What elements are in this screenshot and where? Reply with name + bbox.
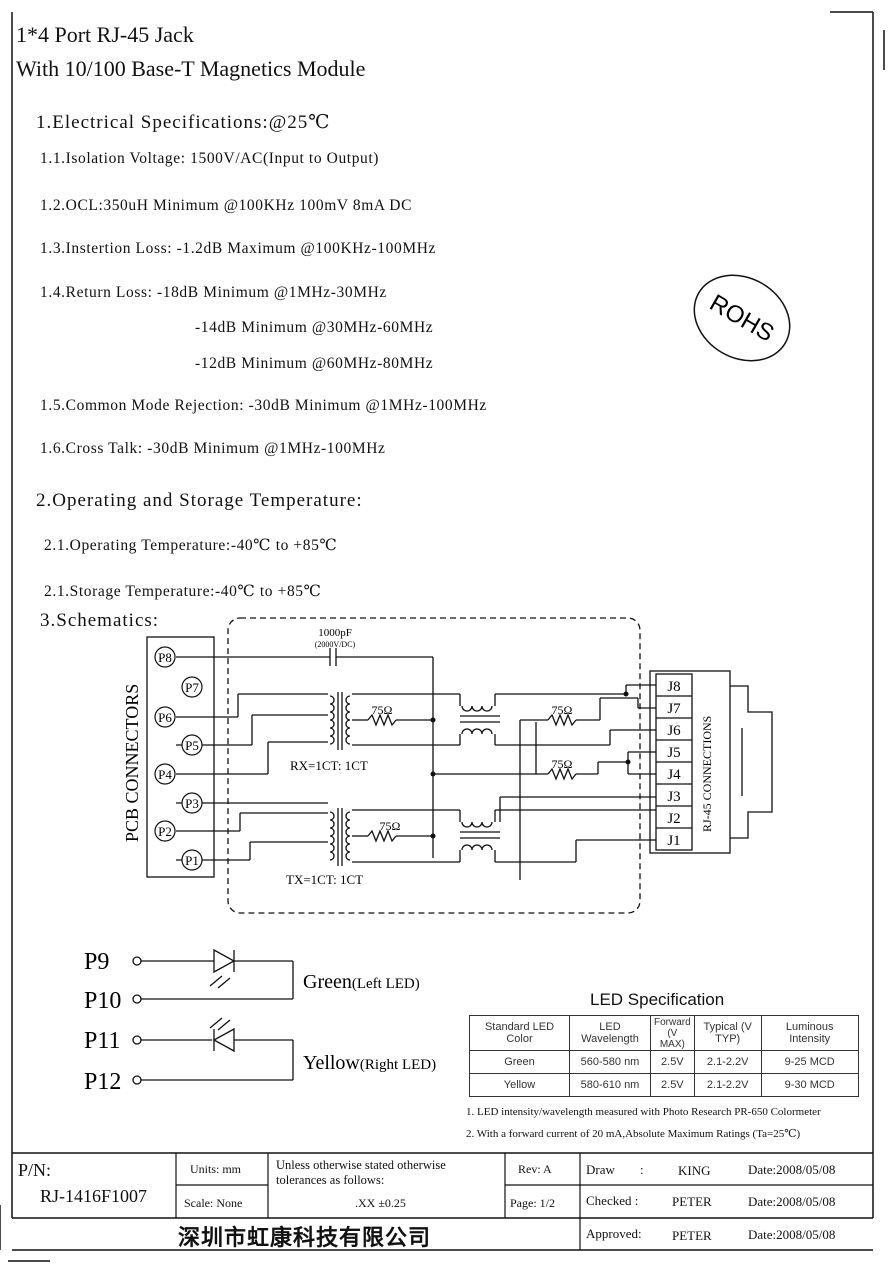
pin-p2: P2: [158, 824, 172, 839]
cell: 2.1-2.2V: [693, 1073, 762, 1097]
cell: 2.5V: [650, 1050, 695, 1074]
led-spec-title: LED Specification: [590, 990, 725, 1009]
scale-cell: Scale: None: [184, 1196, 243, 1210]
led-pin-p9: P9: [84, 949, 109, 975]
cell: 580-610 nm: [569, 1073, 651, 1097]
pin-j7: J7: [667, 701, 681, 717]
yellow-led-label: Yellow(Right LED): [303, 1052, 436, 1074]
electrical-heading: 1.Electrical Specifications:@25℃: [36, 112, 331, 133]
spec-cross-talk: 1.6.Cross Talk: -30dB Minimum @1MHz-100M…: [40, 440, 386, 457]
draw-date: Date:2008/05/08: [748, 1162, 836, 1177]
tolerance-value: .XX ±0.25: [355, 1196, 406, 1210]
pin-j8: J8: [667, 679, 680, 695]
led-note-2: 2. With a forward current of 20 mA,Absol…: [466, 1128, 801, 1140]
draw-colon: :: [640, 1162, 644, 1177]
temp-operating: 2.1.Operating Temperature:-40℃ to +85℃: [44, 537, 338, 554]
doc-title-line2: With 10/100 Base-T Magnetics Module: [16, 56, 366, 81]
spec-common-mode: 1.5.Common Mode Rejection: -30dB Minimum…: [40, 397, 487, 414]
resistor-j-middle: 75Ω: [552, 757, 573, 771]
rohs-mark: ROHS: [693, 274, 791, 362]
pin-j5: J5: [667, 745, 680, 761]
green-led-sub: (Left LED): [352, 976, 420, 992]
doc-title-line1: 1*4 Port RJ-45 Jack: [16, 22, 194, 47]
led-circuit: P9 P10 P11 P12 Green(Left LED) Yellow(Ri…: [84, 948, 436, 1095]
spec-isolation: 1.1.Isolation Voltage: 1500V/AC(Input to…: [40, 150, 380, 167]
pin-j2: J2: [667, 811, 680, 827]
spec-return-loss-1: 1.4.Return Loss: -18dB Minimum @1MHz-30M…: [40, 284, 387, 301]
yellow-led-main: Yellow: [303, 1052, 360, 1074]
company-name: 深圳市虹康科技有限公司: [178, 1226, 432, 1251]
temperature-heading: 2.Operating and Storage Temperature:: [36, 490, 363, 511]
draw-label: Draw: [586, 1162, 615, 1177]
cell: Yellow: [469, 1073, 570, 1097]
resistor-j-upper: 75Ω: [552, 703, 573, 717]
schematics-heading: 3.Schematics:: [40, 610, 160, 631]
pin-p1: P1: [185, 853, 199, 868]
approved-date: Date:2008/05/08: [748, 1227, 836, 1242]
tolerance-text: Unless otherwise stated otherwise tolera…: [276, 1158, 446, 1187]
pin-j1: J1: [667, 833, 680, 849]
pin-j6: J6: [667, 723, 681, 739]
col-header: Standard LED Color: [469, 1015, 570, 1051]
resistor-rx: 75Ω: [372, 703, 393, 717]
col-header: Luminous Intensity: [760, 1015, 859, 1051]
table-row: Yellow 580-610 nm 2.5V 2.1-2.2V 9-30 MCD: [469, 1073, 859, 1097]
resistor-tx: 75Ω: [380, 819, 401, 833]
pcb-connectors-label: PCB CONNECTORS: [122, 684, 142, 842]
pn-value: RJ-1416F1007: [40, 1186, 148, 1206]
pin-p4: P4: [158, 767, 172, 782]
cell: 2.5V: [650, 1073, 695, 1097]
green-led-label: Green(Left LED): [303, 971, 420, 993]
magnetics-module-box: [227, 617, 641, 914]
rj45-connector-box: [649, 670, 731, 854]
checked-label: Checked :: [586, 1193, 639, 1208]
led-note-1: 1. LED intensity/wavelength measured wit…: [466, 1106, 821, 1118]
col-header: LED Wavelength: [569, 1015, 651, 1051]
checked-date: Date:2008/05/08: [748, 1194, 836, 1209]
cap-value: 1000pF: [318, 627, 352, 639]
pin-p8: P8: [158, 650, 172, 665]
cell: 9-25 MCD: [760, 1050, 859, 1074]
led-pin-p11: P11: [84, 1028, 120, 1054]
spec-insertion: 1.3.Instertion Loss: -1.2dB Maximum @100…: [40, 240, 437, 257]
pin-j4: J4: [667, 767, 681, 783]
led-pin-p12: P12: [84, 1069, 121, 1095]
cap-rating: (2000V/DC): [315, 640, 356, 649]
approved-label: Approved:: [586, 1226, 642, 1241]
rx-ratio-label: RX=1CT: 1CT: [290, 758, 368, 773]
pin-p7: P7: [185, 680, 199, 695]
spec-return-loss-2: -14dB Minimum @30MHz-60MHz: [195, 319, 434, 336]
tx-ratio-label: TX=1CT: 1CT: [286, 872, 363, 887]
pin-p5: P5: [185, 738, 199, 753]
approved-name: PETER: [672, 1228, 712, 1243]
pin-j3: J3: [667, 789, 680, 805]
pin-p3: P3: [185, 796, 199, 811]
cell: 2.1-2.2V: [693, 1050, 762, 1074]
led-pin-p10: P10: [84, 988, 121, 1014]
draw-name: KING: [678, 1163, 711, 1178]
rj45-connections-label: RJ-45 CONNECTIONS: [700, 716, 714, 832]
pn-label: P/N:: [18, 1160, 52, 1180]
rev-cell: Rev: A: [518, 1162, 552, 1176]
cell: 9-30 MCD: [760, 1073, 859, 1097]
page-cell: Page: 1/2: [510, 1196, 555, 1210]
spec-return-loss-3: -12dB Minimum @60MHz-80MHz: [195, 355, 434, 372]
yellow-led-sub: (Right LED): [360, 1057, 436, 1073]
spec-ocl: 1.2.OCL:350uH Minimum @100KHz 100mV 8mA …: [40, 197, 413, 214]
green-led-main: Green: [303, 971, 352, 993]
checked-name: PETER: [672, 1194, 712, 1209]
units-cell: Units: mm: [190, 1162, 242, 1176]
led-spec-table: Standard LED Color LED Wavelength Forwar…: [469, 1015, 859, 1097]
pin-p6: P6: [158, 710, 172, 725]
table-header-row: Standard LED Color LED Wavelength Forwar…: [469, 1015, 859, 1051]
table-row: Green 560-580 nm 2.5V 2.1-2.2V 9-25 MCD: [469, 1050, 859, 1074]
col-header: Typical (V TYP): [693, 1015, 762, 1051]
temp-storage: 2.1.Storage Temperature:-40℃ to +85℃: [44, 583, 322, 600]
pcb-connector-box: [146, 636, 215, 878]
